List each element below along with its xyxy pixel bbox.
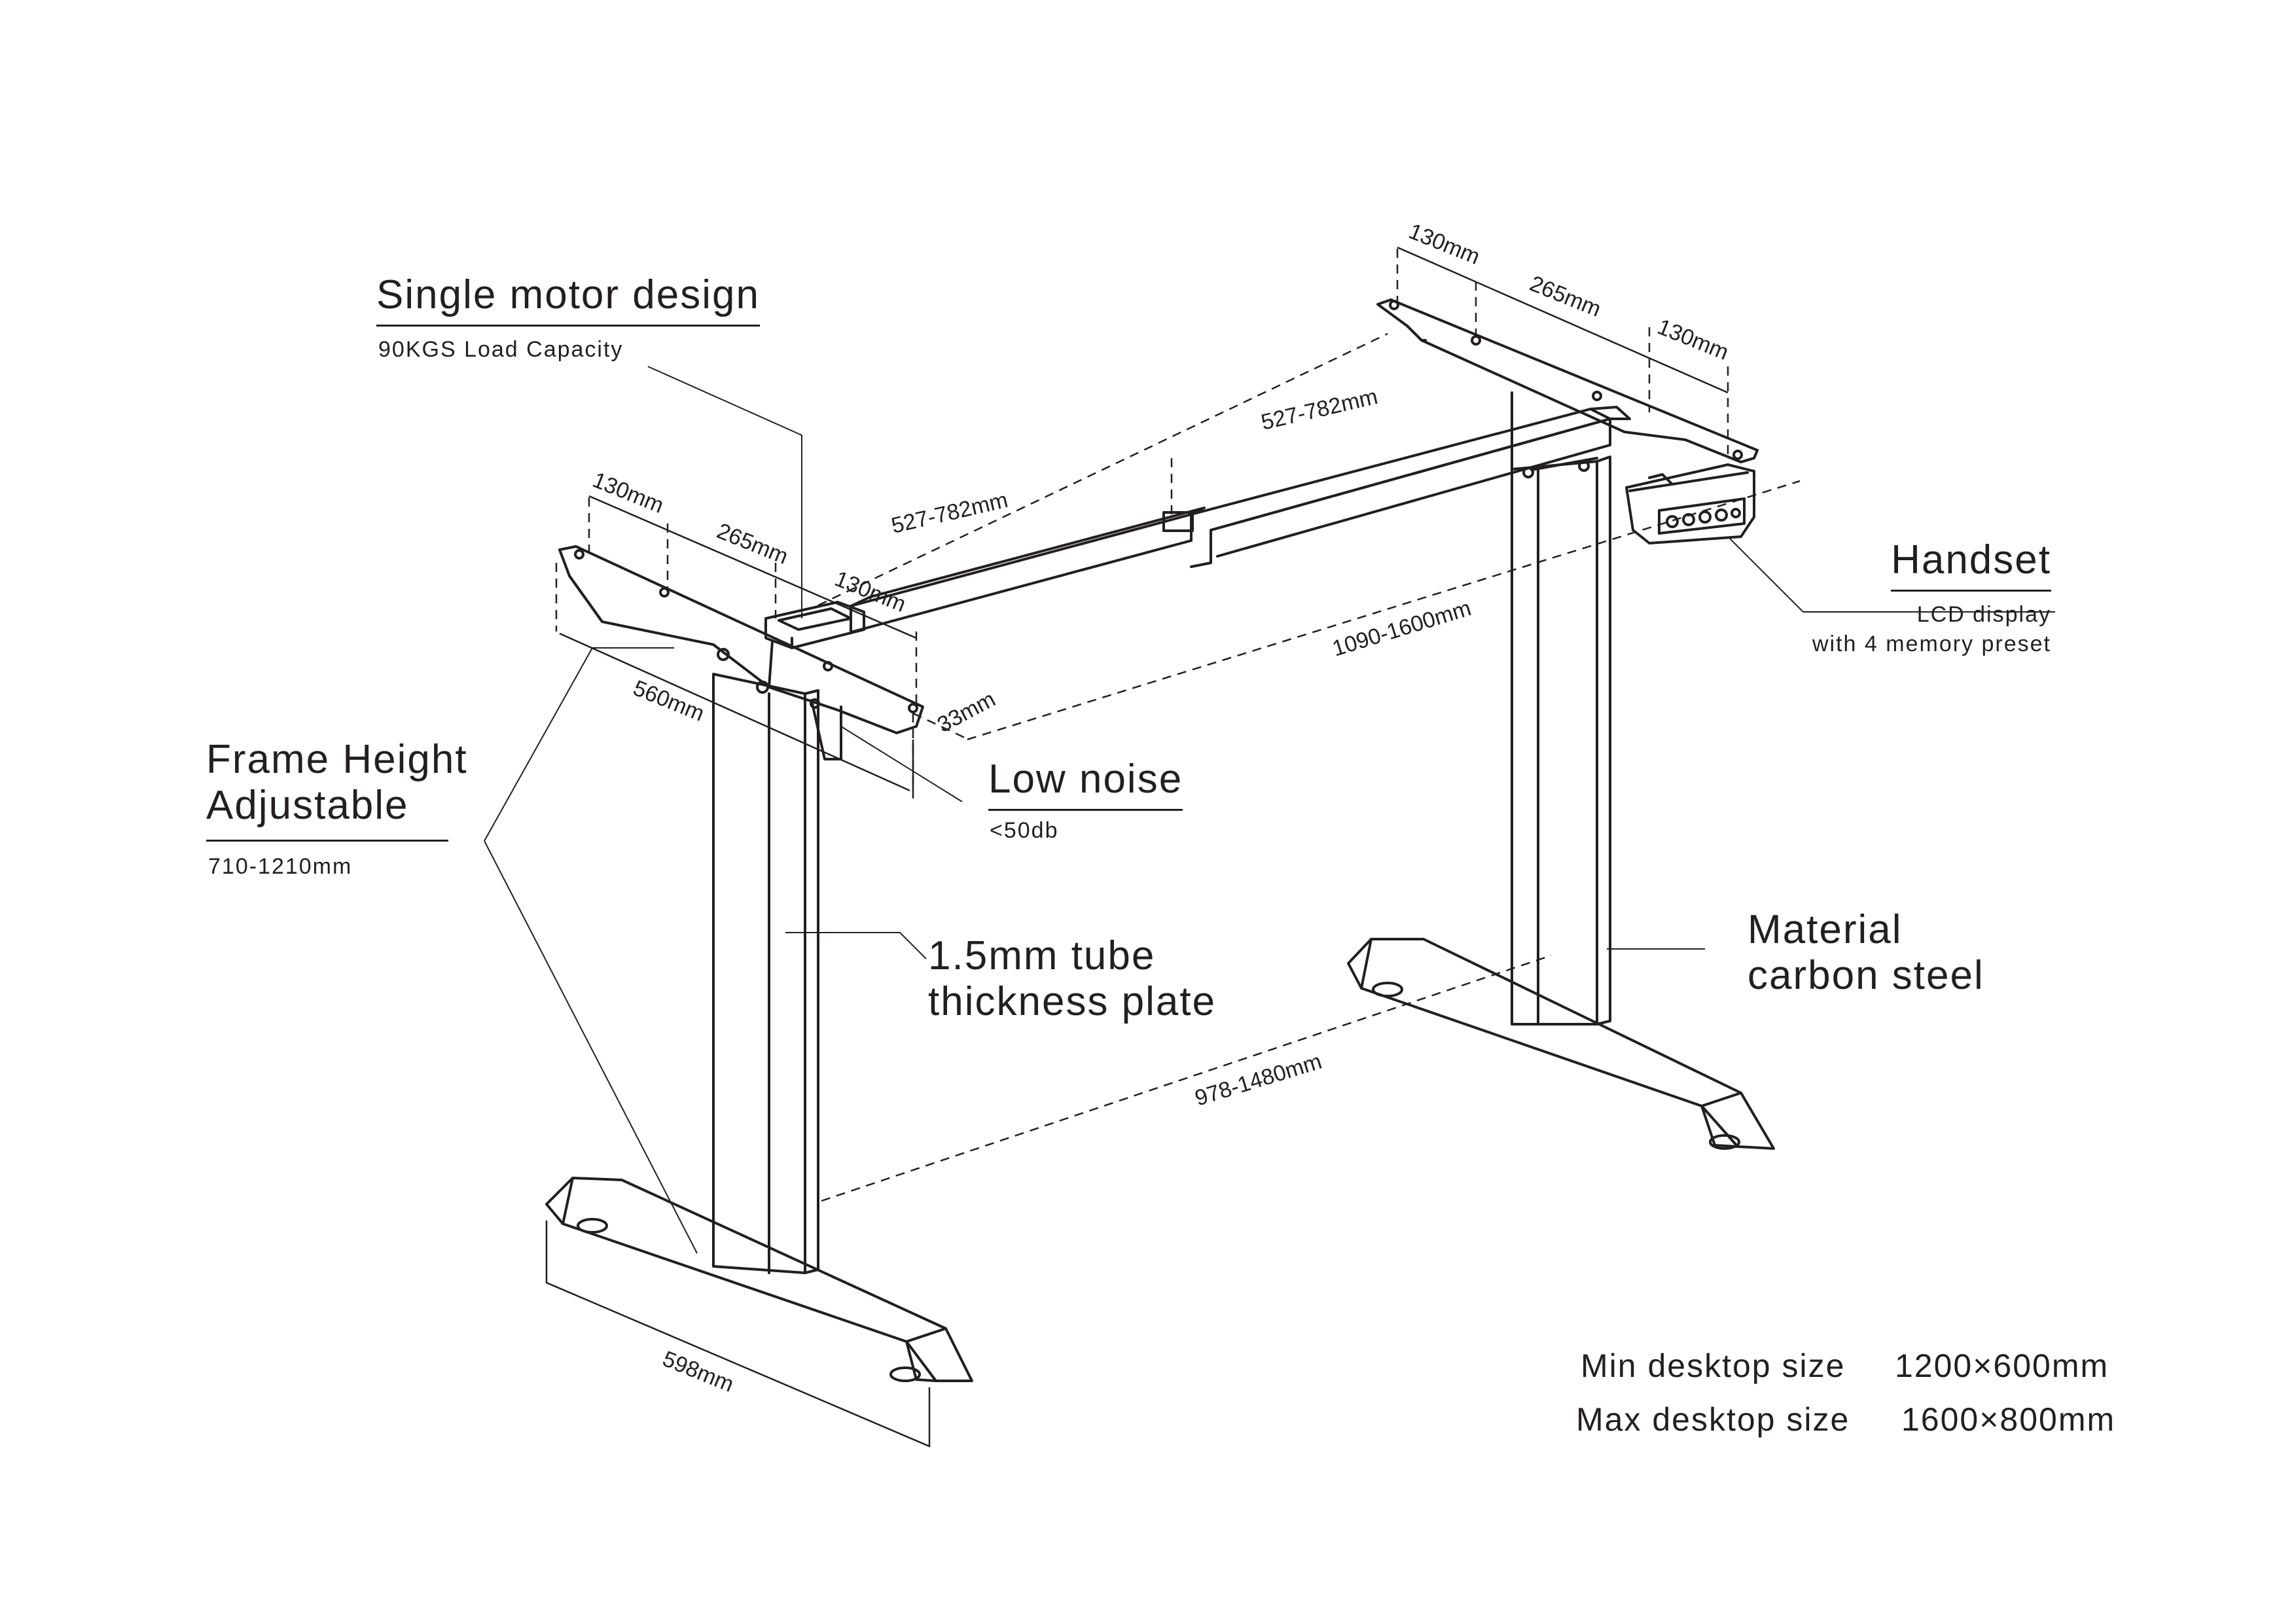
- dim-left-top-265: 265mm: [713, 518, 791, 569]
- handset-leader-line: [1727, 536, 2055, 613]
- tube-line1: 1.5mm tube: [928, 933, 1156, 978]
- motor-housing: [764, 601, 865, 760]
- left-leg-column: [712, 648, 820, 1274]
- tube-leader-line: [785, 932, 927, 959]
- dim-beam-right: 527-782mm: [1259, 384, 1380, 435]
- left-mounting-bracket: [558, 545, 924, 734]
- handset-line1: LCD display: [1916, 602, 2051, 627]
- left-foot: [545, 1177, 973, 1382]
- height-subtitle: 710-1210mm: [208, 854, 353, 879]
- handset-drawing: [1625, 463, 1755, 544]
- height-title-line1: Frame Height: [206, 737, 468, 782]
- tube-line2: thickness plate: [928, 979, 1217, 1024]
- noise-leader-line: [840, 726, 963, 802]
- min-size-label: Min desktop size: [1581, 1347, 1846, 1384]
- height-leader-line-2: [484, 840, 698, 1254]
- noise-subtitle: <50db: [990, 818, 1059, 843]
- height-title-line2: Adjustable: [206, 783, 409, 828]
- material-line1: Material: [1748, 907, 1903, 952]
- motor-title: Single motor design: [376, 272, 760, 327]
- dim-left-top-130b: 130mm: [831, 566, 909, 617]
- material-line2: carbon steel: [1748, 953, 1984, 998]
- dim-overall-width: 1090-1600mm: [1329, 596, 1474, 661]
- dim-foot-spacing: 978-1480mm: [1192, 1049, 1325, 1111]
- dim-right-top-265: 265mm: [1526, 271, 1604, 322]
- motor-subtitle: 90KGS Load Capacity: [378, 337, 624, 362]
- max-size-value: 1600×800mm: [1901, 1401, 2116, 1438]
- handset-line2: with 4 memory preset: [1812, 632, 2051, 656]
- height-leader-line: [484, 647, 593, 842]
- dim-beam-left: 527-782mm: [889, 488, 1010, 539]
- max-size-label: Max desktop size: [1576, 1401, 1850, 1438]
- right-foot: [1347, 938, 1775, 1150]
- motor-leader-line: [647, 366, 802, 618]
- min-size-value: 1200×600mm: [1895, 1347, 2109, 1384]
- dim-foot-length: 598mm: [659, 1346, 737, 1397]
- dim-right-top-130b: 130mm: [1654, 314, 1732, 365]
- dim-top-thickness: 33mm: [933, 687, 999, 738]
- handset-title: Handset: [1891, 537, 2051, 592]
- dim-right-top-130a: 130mm: [1405, 219, 1483, 270]
- dim-left-top-130a: 130mm: [589, 467, 667, 518]
- crossbeam: [850, 406, 1631, 633]
- noise-title: Low noise: [988, 756, 1183, 811]
- right-mounting-bracket: [1376, 298, 1759, 463]
- height-underline: [206, 840, 448, 842]
- right-leg-column: [1511, 391, 1611, 1026]
